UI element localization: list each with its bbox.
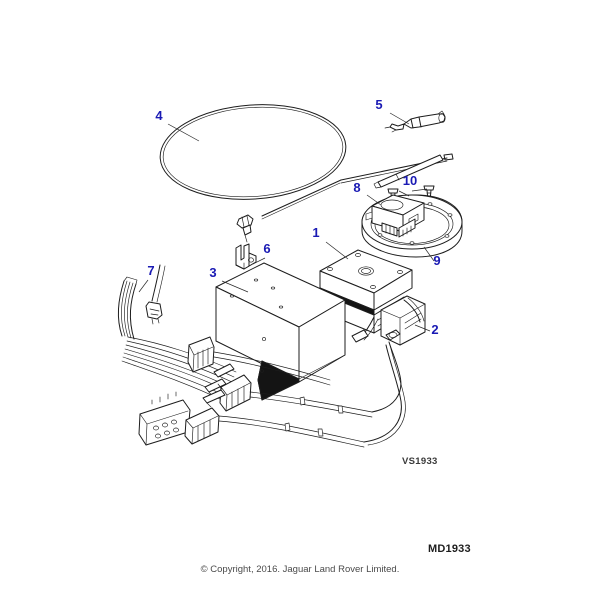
drawing-code: VS1933 [402, 456, 438, 467]
callout-9: 9 [433, 253, 440, 268]
part-sounder-control-module [365, 194, 425, 238]
copyright-notice: © Copyright, 2016. Jaguar Land Rover Lim… [200, 564, 400, 575]
callout-5: 5 [375, 97, 382, 112]
callout-7: 7 [147, 263, 154, 278]
callout-2: 2 [431, 322, 438, 337]
part-aerial-connector-plug [384, 110, 446, 133]
antenna-cable-ferrule [236, 214, 254, 243]
part-aerial-mast [373, 154, 444, 189]
callout-10: 10 [403, 173, 417, 188]
callout-8: 8 [353, 180, 360, 195]
sheet-code: MD1933 [428, 543, 471, 555]
callout-1: 1 [312, 225, 319, 240]
callout-4: 4 [155, 108, 163, 123]
part-connector-housing [380, 295, 426, 346]
callout-leader-lines [138, 112, 435, 332]
part-mounting-clip-bracket [235, 243, 257, 270]
part-wiring-harness [117, 264, 425, 448]
callout-6: 6 [263, 241, 270, 256]
callout-numbers: 1 2 3 4 5 6 7 8 9 10 [147, 97, 440, 337]
part-ecu-cover-bracket [215, 262, 346, 401]
callout-3: 3 [209, 265, 216, 280]
